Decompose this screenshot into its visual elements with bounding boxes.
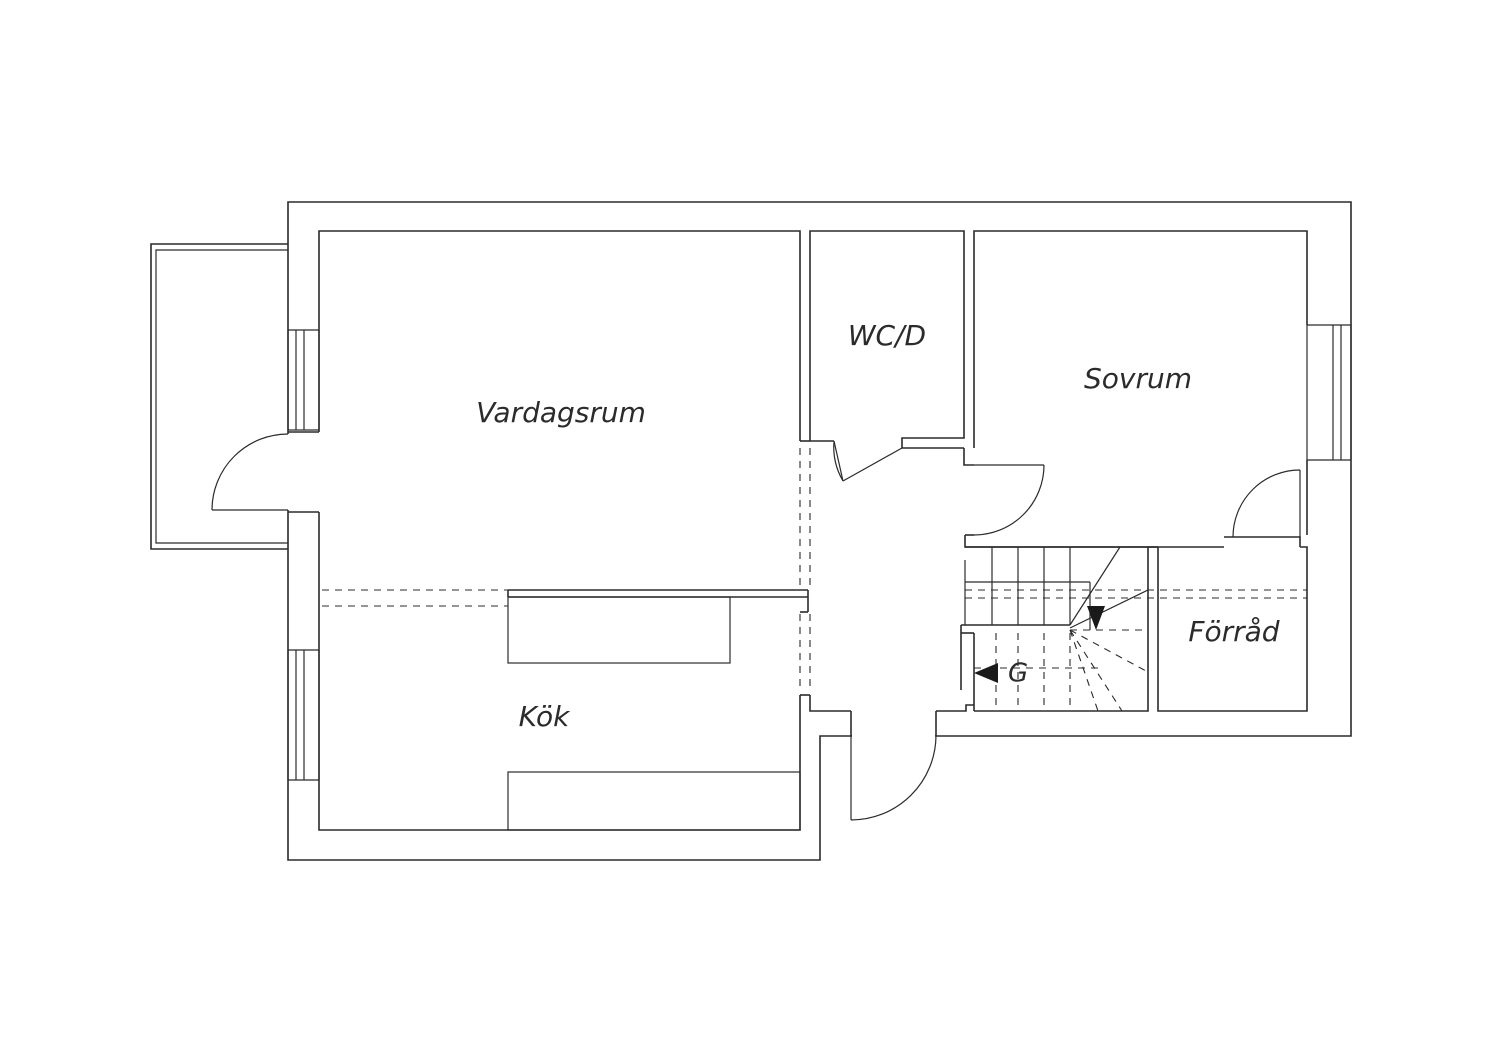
room-labels: Vardagsrum WC/D Sovrum Kök Förråd G [476,319,1280,733]
stair-arrow-left-icon [974,663,998,683]
window-kitchen [287,649,320,781]
stair-label: G [1008,659,1028,689]
window-bedroom [1306,324,1352,461]
door-wc [833,440,903,482]
stair-arrow-down-icon [1087,606,1105,630]
outer-walls [287,201,1352,861]
windows [287,324,1352,781]
balcony [150,243,288,550]
room-label-sovrum: Sovrum [1084,362,1192,395]
door-balcony [211,433,292,511]
door-bedroom [973,464,1045,536]
kitchen-counter [507,771,801,831]
door-entrance [850,734,937,821]
door-storage [1232,469,1301,538]
inner-walls [288,230,1308,831]
staircase [964,546,1149,683]
window-balcony [287,329,320,431]
room-label-kok: Kök [519,700,571,733]
room-label-vardagsrum: Vardagsrum [476,396,646,429]
kitchen-fixtures [507,596,801,831]
room-label-forrad: Förråd [1188,615,1279,648]
kitchen-island [507,596,731,664]
dashed-lines [322,448,1307,712]
room-label-wc: WC/D [848,319,926,352]
doors [211,433,1301,821]
